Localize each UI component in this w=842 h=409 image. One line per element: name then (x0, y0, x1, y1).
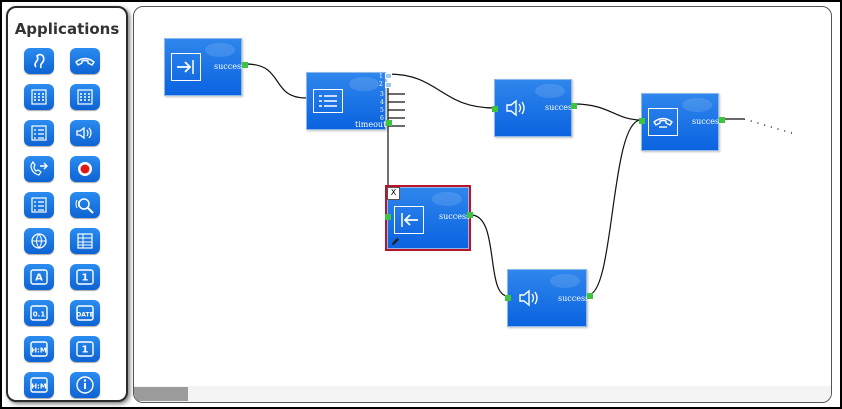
say-date-icon: DATE (74, 303, 96, 323)
port-label-success: success (214, 62, 246, 71)
app-call-transfer-button[interactable] (24, 156, 54, 182)
branch-1[interactable] (385, 73, 392, 79)
port-timeout[interactable] (386, 120, 392, 126)
globe-icon (28, 231, 50, 251)
svg-text:1: 1 (82, 345, 89, 356)
entry-arrow-icon (171, 53, 201, 81)
panel-title: Applications (14, 20, 120, 38)
app-say-number-button[interactable]: 1 (70, 336, 100, 362)
close-button[interactable]: X (387, 187, 400, 200)
app-menu-list-button[interactable] (24, 120, 54, 146)
table-icon (74, 231, 96, 251)
speaker-icon (501, 94, 531, 122)
app-record-button[interactable] (70, 156, 100, 182)
app-hangup-button[interactable] (70, 48, 100, 74)
node-menu[interactable]: timeout 1 2 3 4 5 6 (306, 72, 392, 130)
svg-text:H:M: H:M (31, 347, 47, 355)
app-say-time-button[interactable]: H:M (24, 336, 54, 362)
edit-pencil-icon[interactable] (391, 237, 400, 246)
speaker-icon (514, 284, 544, 312)
port-success[interactable] (242, 62, 248, 68)
app-table-button[interactable] (70, 228, 100, 254)
branch-label-6: 6 (380, 115, 384, 122)
node-go-back[interactable]: X success (385, 185, 473, 251)
port-label-timeout: timeout (355, 120, 387, 129)
branch-label-4: 4 (380, 99, 384, 106)
menu-list-icon (28, 123, 50, 143)
app-keypad-button[interactable] (70, 84, 100, 110)
port-success[interactable] (587, 293, 593, 299)
svg-text:H:M: H:M (31, 383, 47, 391)
scrollbar-thumb[interactable] (134, 387, 188, 401)
say-number-icon: 1 (74, 267, 96, 287)
port-success[interactable] (571, 103, 577, 109)
branch-label-3: 3 (380, 91, 384, 98)
say-time-icon: H:M (28, 375, 50, 395)
branch-label-5: 5 (380, 107, 384, 114)
node-hangup[interactable]: success (639, 93, 725, 151)
hangup-icon (648, 108, 678, 136)
say-number-icon: 1 (74, 339, 96, 359)
record-icon (74, 159, 96, 179)
node-play-2[interactable]: success (505, 269, 593, 327)
node-play-1[interactable]: success (492, 79, 577, 137)
port-success[interactable] (719, 117, 725, 123)
keypad-icon (74, 87, 96, 107)
menu-list-icon (313, 89, 343, 113)
app-say-date-button[interactable]: DATE (70, 300, 100, 326)
app-keypad-button[interactable] (24, 84, 54, 110)
app-say-digits-button[interactable]: 0.1 (24, 300, 54, 326)
hangup-icon (74, 51, 96, 71)
node-entry[interactable]: success (164, 38, 248, 96)
svg-text:DATE: DATE (76, 312, 93, 319)
voice-search-icon (74, 195, 96, 215)
call-transfer-icon (28, 159, 50, 179)
svg-text:0.1: 0.1 (33, 311, 46, 319)
svg-text:A: A (35, 273, 43, 284)
say-digits-icon: 0.1 (28, 303, 50, 323)
keypad-icon (28, 87, 50, 107)
say-alpha-icon: A (28, 267, 50, 287)
port-label-success: success (692, 117, 724, 126)
app-voice-search-button[interactable] (70, 192, 100, 218)
speaker-icon (74, 123, 96, 143)
port-in[interactable] (492, 106, 498, 112)
branch-label-2: 2 (379, 81, 383, 88)
port-label-success: success (545, 103, 577, 112)
info-icon (74, 375, 96, 395)
port-in[interactable] (505, 295, 511, 301)
branch-label-1: 1 (379, 73, 383, 80)
app-speaker-button[interactable] (70, 120, 100, 146)
app-info-button[interactable] (70, 372, 100, 398)
port-in[interactable] (639, 118, 645, 124)
app-globe-button[interactable] (24, 228, 54, 254)
menu-list-icon (28, 195, 50, 215)
app-ear-button[interactable] (24, 48, 54, 74)
port-label-success: success (558, 294, 590, 303)
app-say-alpha-button[interactable]: A (24, 264, 54, 290)
back-arrow-icon (394, 206, 424, 234)
ear-icon (28, 51, 50, 71)
port-in[interactable] (385, 214, 391, 220)
app-say-time-button[interactable]: H:M (24, 372, 54, 398)
port-label-success: success (439, 212, 471, 221)
horizontal-scrollbar[interactable] (134, 386, 831, 402)
app-say-number-button[interactable]: 1 (70, 264, 100, 290)
app-menu-list-button[interactable] (24, 192, 54, 218)
say-time-icon: H:M (28, 339, 50, 359)
port-success[interactable] (467, 212, 473, 218)
svg-text:1: 1 (82, 273, 89, 284)
branch-2[interactable] (385, 82, 392, 88)
